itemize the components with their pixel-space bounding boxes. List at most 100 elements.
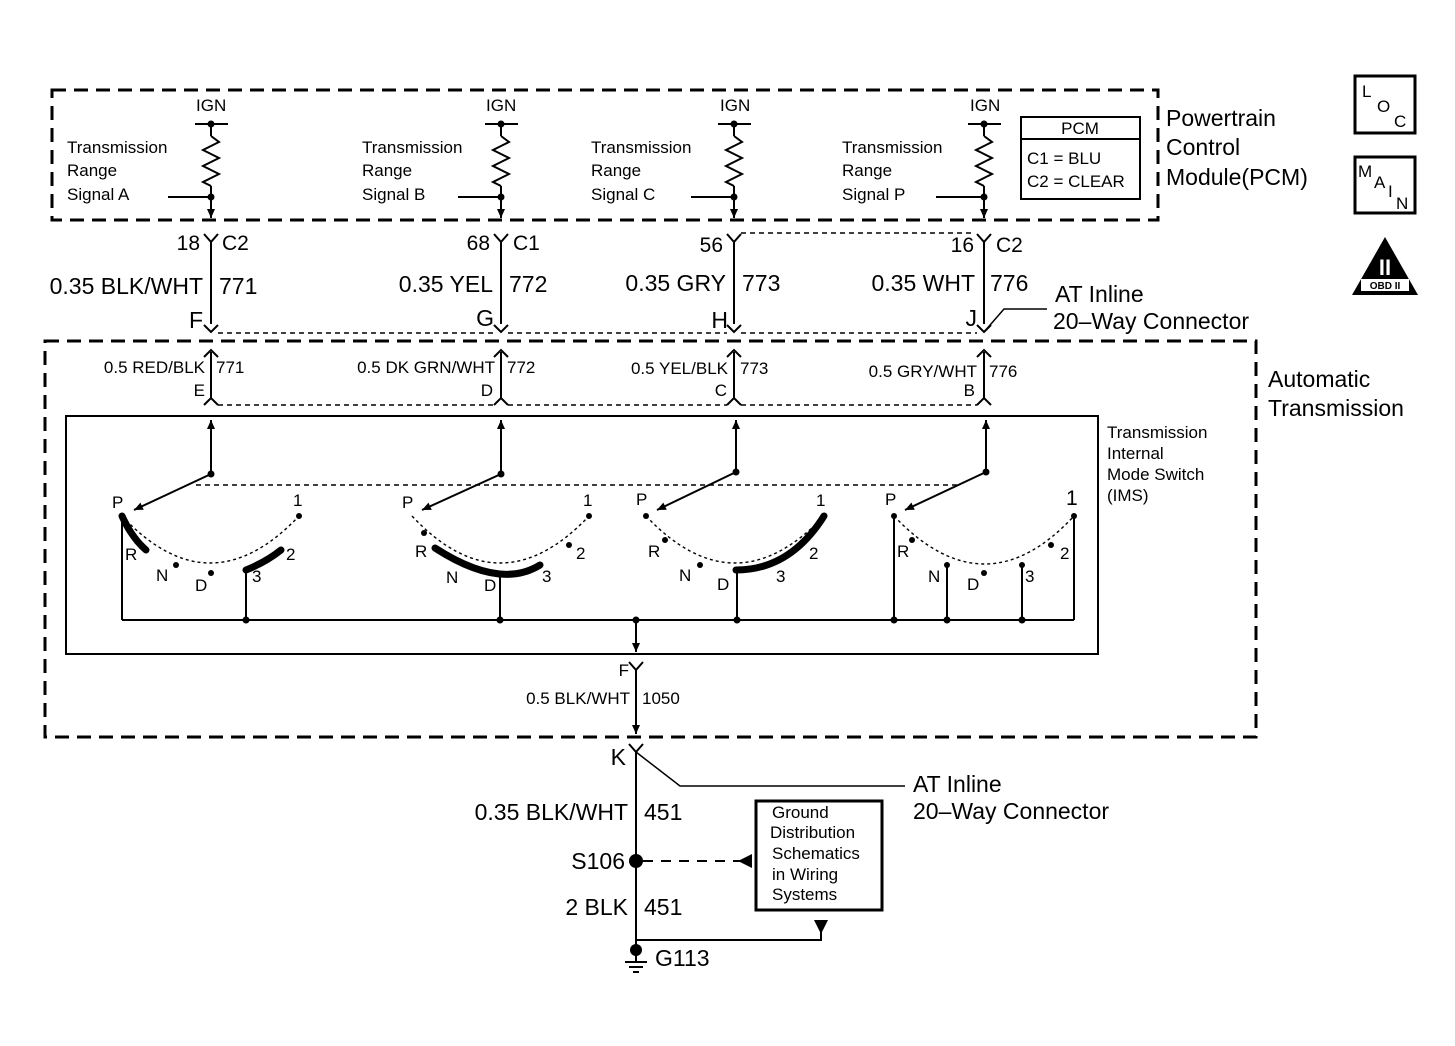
signal-a-pin: 18	[177, 232, 200, 255]
signal-p-inline-pin: J	[966, 305, 978, 331]
switch-a-pos-p: P	[112, 493, 123, 512]
transmission-ground-wire: F 0.5 BLK/WHT 1050	[526, 661, 680, 734]
ims-label4: (IMS)	[1107, 486, 1149, 505]
signal-a-label2: Range	[67, 161, 117, 180]
svg-text:OBD II: OBD II	[1370, 281, 1401, 292]
transmission-ground-circuit: 1050	[642, 689, 680, 708]
signal-p-at-pin: B	[964, 381, 975, 400]
ims-switch-b: P R N D 3 2 1	[402, 491, 592, 620]
ground-id: G113	[655, 945, 710, 971]
inline-connector-top: F G H J AT Inline 20–Way Connector	[189, 281, 1249, 334]
switch-p-pos-d: D	[967, 575, 979, 594]
signal-a-label1: Transmission	[67, 138, 167, 157]
inline-top-label1: AT Inline	[1055, 281, 1144, 307]
ims-label: Transmission Internal Mode Switch (IMS)	[1107, 423, 1207, 505]
switch-c-pos-d: D	[717, 575, 729, 594]
transmission-ground-wire-label: 0.5 BLK/WHT	[526, 689, 630, 708]
ground-circuit2: 451	[644, 894, 682, 920]
signal-c-wire: 0.35 GRY	[625, 270, 726, 296]
signal-p-label3: Signal P	[842, 185, 905, 204]
switch-b-pos-r: R	[415, 542, 427, 561]
signal-a-circuit: 771	[219, 273, 257, 299]
pcm-signal-a: IGN Transmission Range Signal A	[67, 96, 228, 218]
switch-a-pos-1: 1	[293, 491, 302, 510]
signal-c-label3: Signal C	[591, 185, 655, 204]
svg-text:O: O	[1377, 97, 1390, 116]
signal-b-at-pin: D	[481, 381, 493, 400]
svg-text:II: II	[1379, 255, 1391, 280]
ims-switch-c: P R N D 3 2 1	[636, 490, 828, 620]
pcm-title-line2: Control	[1166, 134, 1240, 160]
transmission-title-line1: Automatic	[1268, 366, 1370, 392]
harness-wires: 0.35 BLK/WHT 771 0.35 YEL 772 0.35 GRY 7…	[50, 242, 1028, 324]
pcm-boundary	[50, 88, 1160, 222]
ign-label-p: IGN	[970, 96, 1000, 115]
ground-wire1: 0.35 BLK/WHT	[475, 799, 628, 825]
signal-b-pin: 68	[467, 232, 490, 255]
inline-bottom-label2: 20–Way Connector	[913, 798, 1109, 824]
switch-b-pos-2: 2	[576, 544, 585, 563]
switch-c-pos-n: N	[679, 566, 691, 585]
signal-b-at-circuit: 772	[507, 358, 535, 377]
switch-p-pos-1: 1	[1066, 487, 1078, 510]
obd-ii-icon[interactable]: II OBD II	[1352, 237, 1418, 295]
switch-a-pos-r: R	[125, 545, 137, 564]
switch-b-pos-d: D	[484, 576, 496, 595]
signal-p-at-wire: 0.5 GRY/WHT	[869, 362, 977, 381]
switch-b-pos-p: P	[402, 493, 413, 512]
switch-a-pos-d: D	[195, 576, 207, 595]
switch-b-pos-3: 3	[542, 567, 551, 586]
ground-ref-line3: Schematics	[772, 844, 860, 863]
transmission-title-line2: Transmission	[1268, 395, 1404, 421]
signal-c-circuit: 773	[742, 270, 780, 296]
ground-ref-line4: in Wiring	[772, 865, 838, 884]
switch-c-pos-p: P	[636, 490, 647, 509]
ims-label1: Transmission	[1107, 423, 1207, 442]
signal-c-at-wire: 0.5 YEL/BLK	[631, 359, 729, 378]
inline-bottom-label1: AT Inline	[913, 771, 1002, 797]
switch-p-pos-n: N	[928, 567, 940, 586]
svg-text:C: C	[1394, 112, 1406, 131]
ground-wire2: 2 BLK	[565, 894, 628, 920]
signal-a-at-wire: 0.5 RED/BLK	[104, 358, 206, 377]
transmission-ground-pin: F	[619, 661, 629, 680]
svg-text:A: A	[1374, 173, 1386, 192]
signal-b-inline-pin: G	[476, 305, 494, 331]
pcm-connector-pins: 18 C2 68 C1 56 16 C2	[177, 232, 1023, 257]
ims-label2: Internal	[1107, 444, 1164, 463]
svg-text:I: I	[1388, 182, 1393, 201]
signal-p-circuit: 776	[990, 270, 1028, 296]
switch-c-pos-1: 1	[816, 491, 825, 510]
pcm-legend-title: PCM	[1061, 119, 1099, 138]
ims-box	[65, 415, 1099, 655]
signal-p-wire: 0.35 WHT	[871, 270, 975, 296]
transmission-connector: 0.5 RED/BLK 771 E 0.5 DK GRN/WHT 772 D 0…	[104, 348, 1017, 406]
loc-icon[interactable]: L O C	[1353, 74, 1417, 135]
ims-switch-a: P R N D 3 2 1	[112, 491, 302, 620]
pcm-title: Powertrain Control Module(PCM)	[1166, 105, 1308, 190]
signal-b-wire: 0.35 YEL	[399, 271, 493, 297]
switch-p-pos-p: P	[885, 490, 896, 509]
inline-top-label2: 20–Way Connector	[1053, 308, 1249, 334]
signal-p-connector: C2	[996, 234, 1023, 257]
splice-dot	[629, 854, 643, 868]
switch-a-pos-n: N	[156, 566, 168, 585]
signal-c-pin: 56	[700, 234, 723, 257]
transmission-boundary	[43, 339, 1258, 739]
ground-ref-line2: Distribution	[770, 823, 855, 842]
signal-a-label3: Signal A	[67, 185, 130, 204]
switch-p-pos-r: R	[897, 542, 909, 561]
signal-a-connector: C2	[222, 232, 249, 255]
switch-c-pos-3: 3	[776, 567, 785, 586]
main-icon[interactable]: M A I N	[1353, 155, 1417, 215]
signal-b-label2: Range	[362, 161, 412, 180]
pcm-signal-b: IGN Transmission Range Signal B	[362, 96, 518, 218]
signal-b-connector: C1	[513, 232, 540, 255]
switch-a-pos-3: 3	[252, 567, 261, 586]
signal-a-inline-pin: F	[189, 307, 203, 333]
signal-p-label1: Transmission	[842, 138, 942, 157]
ims-ground-bus	[121, 516, 1074, 652]
pcm-signal-c: IGN Transmission Range Signal C	[591, 96, 751, 218]
ign-label-a: IGN	[196, 96, 226, 115]
